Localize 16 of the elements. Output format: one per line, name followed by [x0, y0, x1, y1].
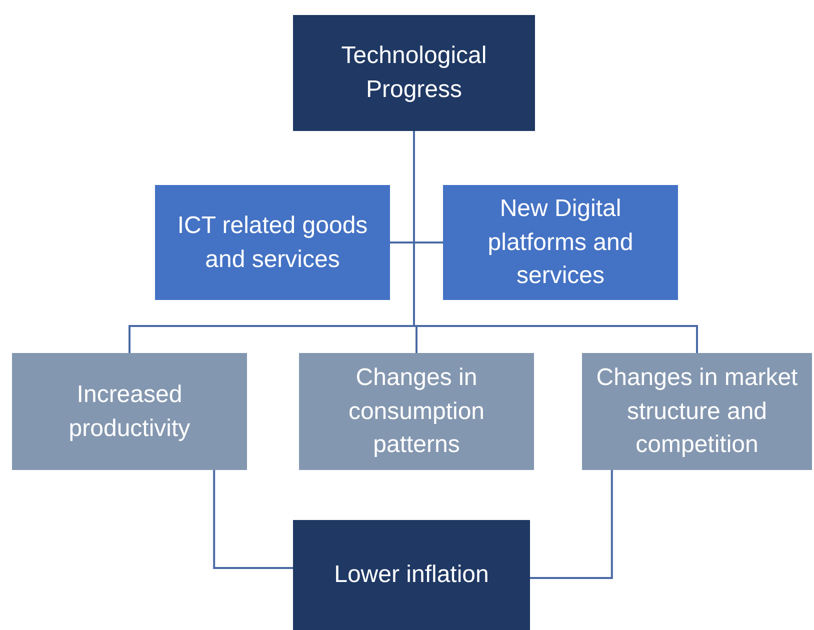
box-label: New Digital platforms and services	[486, 194, 634, 292]
box-label: Increased productivity	[68, 380, 192, 444]
process-box	[299, 353, 534, 470]
process-box	[293, 15, 535, 131]
connector-line	[530, 470, 613, 579]
process-box	[582, 353, 812, 470]
connector-line	[213, 470, 293, 569]
process-box	[443, 185, 678, 300]
process-box	[155, 185, 390, 300]
box-label: Technological Progress	[340, 41, 488, 105]
box-label: Changes in market structure and competition	[595, 363, 799, 460]
box-label: Lower inflation	[334, 560, 489, 590]
process-box	[293, 520, 530, 630]
process-box	[12, 353, 247, 470]
box-label: Changes in consumption patterns	[347, 363, 486, 460]
box-label: ICT related goods and services	[176, 210, 369, 274]
